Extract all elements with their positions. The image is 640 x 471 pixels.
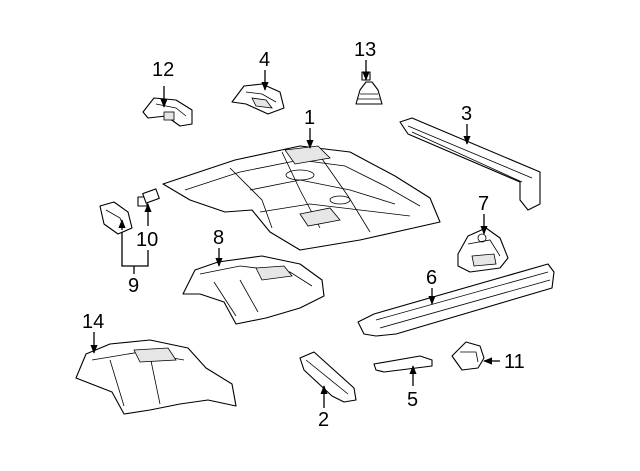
callout-13: 13: [354, 39, 376, 61]
reinforcement-part: [373, 355, 433, 373]
leader-lines: [90, 60, 500, 408]
callout-3: 3: [461, 103, 472, 125]
callout-4: 4: [259, 49, 270, 71]
reinforcement-part: [299, 351, 357, 403]
plug-part: [355, 71, 383, 105]
floor-pan-part: [162, 145, 441, 251]
callout-9: 9: [128, 275, 139, 297]
floor-section-part: [182, 255, 325, 325]
callout-2: 2: [318, 409, 329, 431]
callout-1: 1: [304, 107, 315, 129]
callout-6: 6: [426, 267, 437, 289]
floor-section-part: [75, 339, 237, 415]
bracket-part: [142, 97, 193, 127]
callout-11: 11: [504, 351, 525, 373]
callout-14: 14: [82, 311, 104, 333]
bracket-part: [451, 341, 485, 371]
bracket-part: [457, 227, 509, 273]
bolt-part: [137, 188, 160, 207]
bracket-part: [231, 83, 285, 115]
rocker-part: [357, 263, 555, 337]
rail-part: [399, 117, 541, 211]
callout-12: 12: [152, 59, 174, 81]
small-bracket-part: [99, 201, 133, 235]
callout-10: 10: [136, 229, 158, 251]
callout-8: 8: [213, 227, 224, 249]
callout-5: 5: [407, 389, 418, 411]
callout-7: 7: [478, 193, 489, 215]
